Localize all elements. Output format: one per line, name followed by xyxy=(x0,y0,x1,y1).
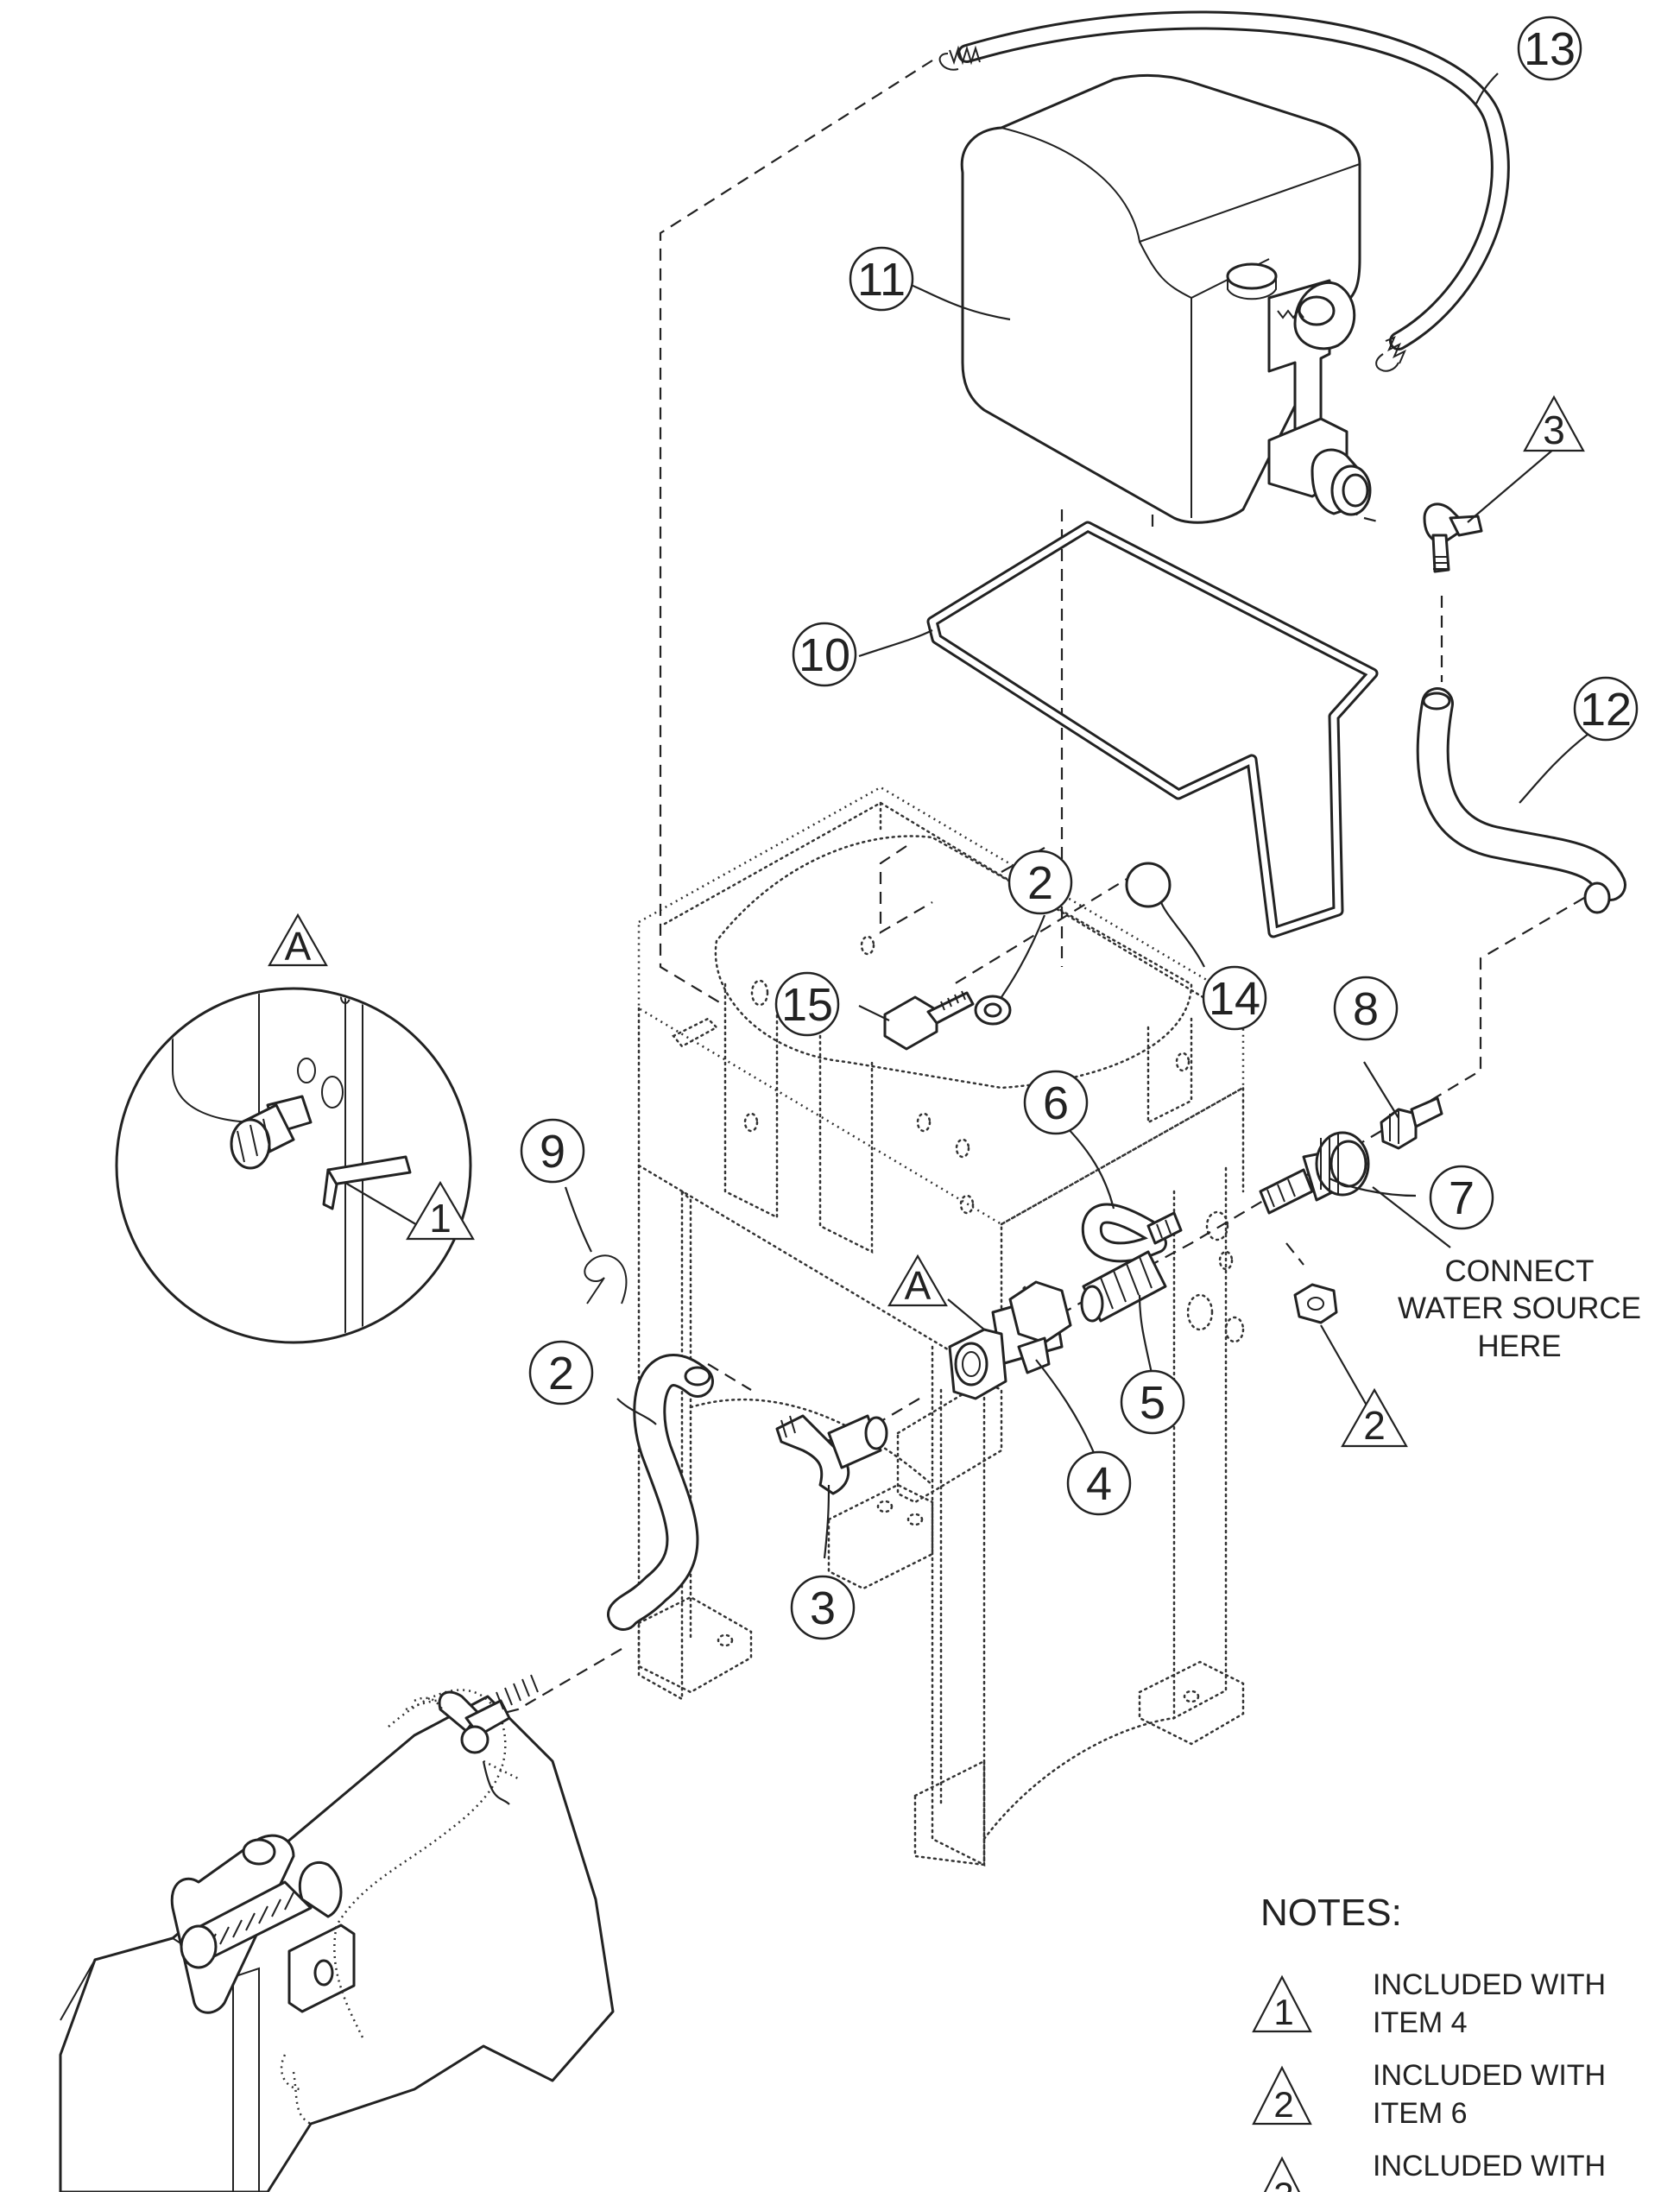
part-9-tie xyxy=(584,1254,628,1304)
balloon-14: 14 xyxy=(1202,965,1267,1031)
svg-text:13: 13 xyxy=(1524,23,1576,75)
svg-text:1: 1 xyxy=(1273,1992,1293,2032)
notes-title: NOTES: xyxy=(1260,1892,1402,1934)
svg-text:2: 2 xyxy=(548,1348,574,1399)
svg-text:2: 2 xyxy=(1027,857,1053,909)
flag-a-detail-triangle-icon: A xyxy=(268,913,328,969)
balloon-9: 9 xyxy=(520,1118,585,1184)
svg-text:5: 5 xyxy=(1140,1377,1165,1429)
part-5-nipple xyxy=(1080,1250,1167,1323)
svg-text:11: 11 xyxy=(857,254,906,306)
spring-icon xyxy=(938,45,981,71)
part-3-elbow xyxy=(775,1414,888,1495)
balloon-2: 2 xyxy=(1007,850,1073,915)
svg-text:4: 4 xyxy=(1086,1458,1112,1510)
part-15-bolt xyxy=(883,990,975,1051)
balloon-11: 11 xyxy=(849,246,914,312)
svg-text:3: 3 xyxy=(1543,407,1565,452)
part-3-valve xyxy=(1423,502,1483,573)
svg-text:6: 6 xyxy=(1043,1077,1069,1129)
svg-text:9: 9 xyxy=(540,1126,565,1178)
balloon-15: 15 xyxy=(774,971,840,1037)
leader-lines xyxy=(344,73,1589,1805)
part-11-tank xyxy=(960,73,1372,524)
svg-text:A: A xyxy=(285,924,312,969)
svg-text:ITEM 4: ITEM 4 xyxy=(1373,2006,1468,2039)
svg-text:3: 3 xyxy=(810,1582,836,1634)
balloon-10: 10 xyxy=(792,622,857,687)
svg-text:7: 7 xyxy=(1449,1172,1475,1224)
nut xyxy=(1293,1283,1338,1324)
svg-text:2: 2 xyxy=(1363,1403,1386,1448)
triangle-flags: 3 1 2 A A xyxy=(268,395,1585,1448)
flag-2-triangle-icon: 2 xyxy=(1341,1387,1408,1448)
balloon-2-lower: 2 xyxy=(528,1340,594,1406)
machine-housing xyxy=(59,1674,615,2192)
note-item-3: 3 INCLUDED WITH xyxy=(1263,2150,1606,2192)
svg-text:WATER SOURCE: WATER SOURCE xyxy=(1398,1292,1641,1325)
stand-frame xyxy=(637,786,1245,1867)
part-12-hose xyxy=(1416,687,1626,914)
note-item-2: 2 INCLUDED WITH ITEM 6 xyxy=(1252,2059,1606,2130)
balloon-12: 12 xyxy=(1573,676,1639,742)
balloon-6: 6 xyxy=(1023,1070,1089,1135)
detail-a-view xyxy=(115,987,472,1344)
spring-icon xyxy=(1375,336,1406,372)
part-6-u-tube xyxy=(1081,1203,1183,1263)
svg-text:15: 15 xyxy=(781,979,833,1031)
part-7-hose-connector xyxy=(1259,1131,1370,1215)
part-10-gasket xyxy=(926,521,1379,938)
svg-text:A: A xyxy=(905,1263,932,1308)
balloon-4: 4 xyxy=(1066,1450,1132,1516)
svg-text:HERE: HERE xyxy=(1477,1330,1561,1363)
balloon-3-lower: 3 xyxy=(790,1575,856,1640)
svg-text:10: 10 xyxy=(799,629,850,681)
part-2-washer xyxy=(974,995,1012,1026)
part-8-fitting xyxy=(1380,1096,1443,1150)
svg-text:3: 3 xyxy=(1273,2175,1293,2192)
flag-1-triangle-icon: 1 xyxy=(406,1180,475,1241)
flag-a-callout-triangle-icon: A xyxy=(887,1254,948,1308)
water-source-callout: CONNECT WATER SOURCE HERE xyxy=(1398,1254,1641,1363)
part-2-hose xyxy=(607,1354,714,1631)
svg-text:1: 1 xyxy=(429,1196,452,1241)
balloon-8: 8 xyxy=(1333,976,1399,1041)
note-item-1: 1 INCLUDED WITH ITEM 4 xyxy=(1252,1968,1606,2039)
part-14-plug xyxy=(1125,862,1172,908)
svg-text:12: 12 xyxy=(1580,684,1632,736)
svg-text:2: 2 xyxy=(1273,2084,1293,2125)
svg-text:INCLUDED WITH: INCLUDED WITH xyxy=(1373,2150,1606,2183)
balloon-7: 7 xyxy=(1429,1165,1494,1230)
part-4-tee xyxy=(948,1280,1072,1400)
balloon-13: 13 xyxy=(1517,16,1582,81)
svg-text:ITEM 6: ITEM 6 xyxy=(1373,2097,1468,2130)
part-13-tube xyxy=(938,10,1510,372)
flag-3-triangle-icon: 3 xyxy=(1523,395,1585,452)
svg-text:8: 8 xyxy=(1353,983,1379,1035)
svg-text:INCLUDED WITH: INCLUDED WITH xyxy=(1373,1968,1606,2001)
balloons: 13 11 10 12 2 15 14 8 9 6 7 2 5 4 3 xyxy=(520,16,1639,1640)
balloon-5: 5 xyxy=(1120,1369,1185,1435)
svg-text:14: 14 xyxy=(1209,973,1260,1025)
notes-block: NOTES: 1 INCLUDED WITH ITEM 4 2 INCLUDED… xyxy=(1252,1892,1606,2192)
svg-text:INCLUDED WITH: INCLUDED WITH xyxy=(1373,2059,1606,2092)
svg-text:CONNECT: CONNECT xyxy=(1444,1254,1594,1288)
